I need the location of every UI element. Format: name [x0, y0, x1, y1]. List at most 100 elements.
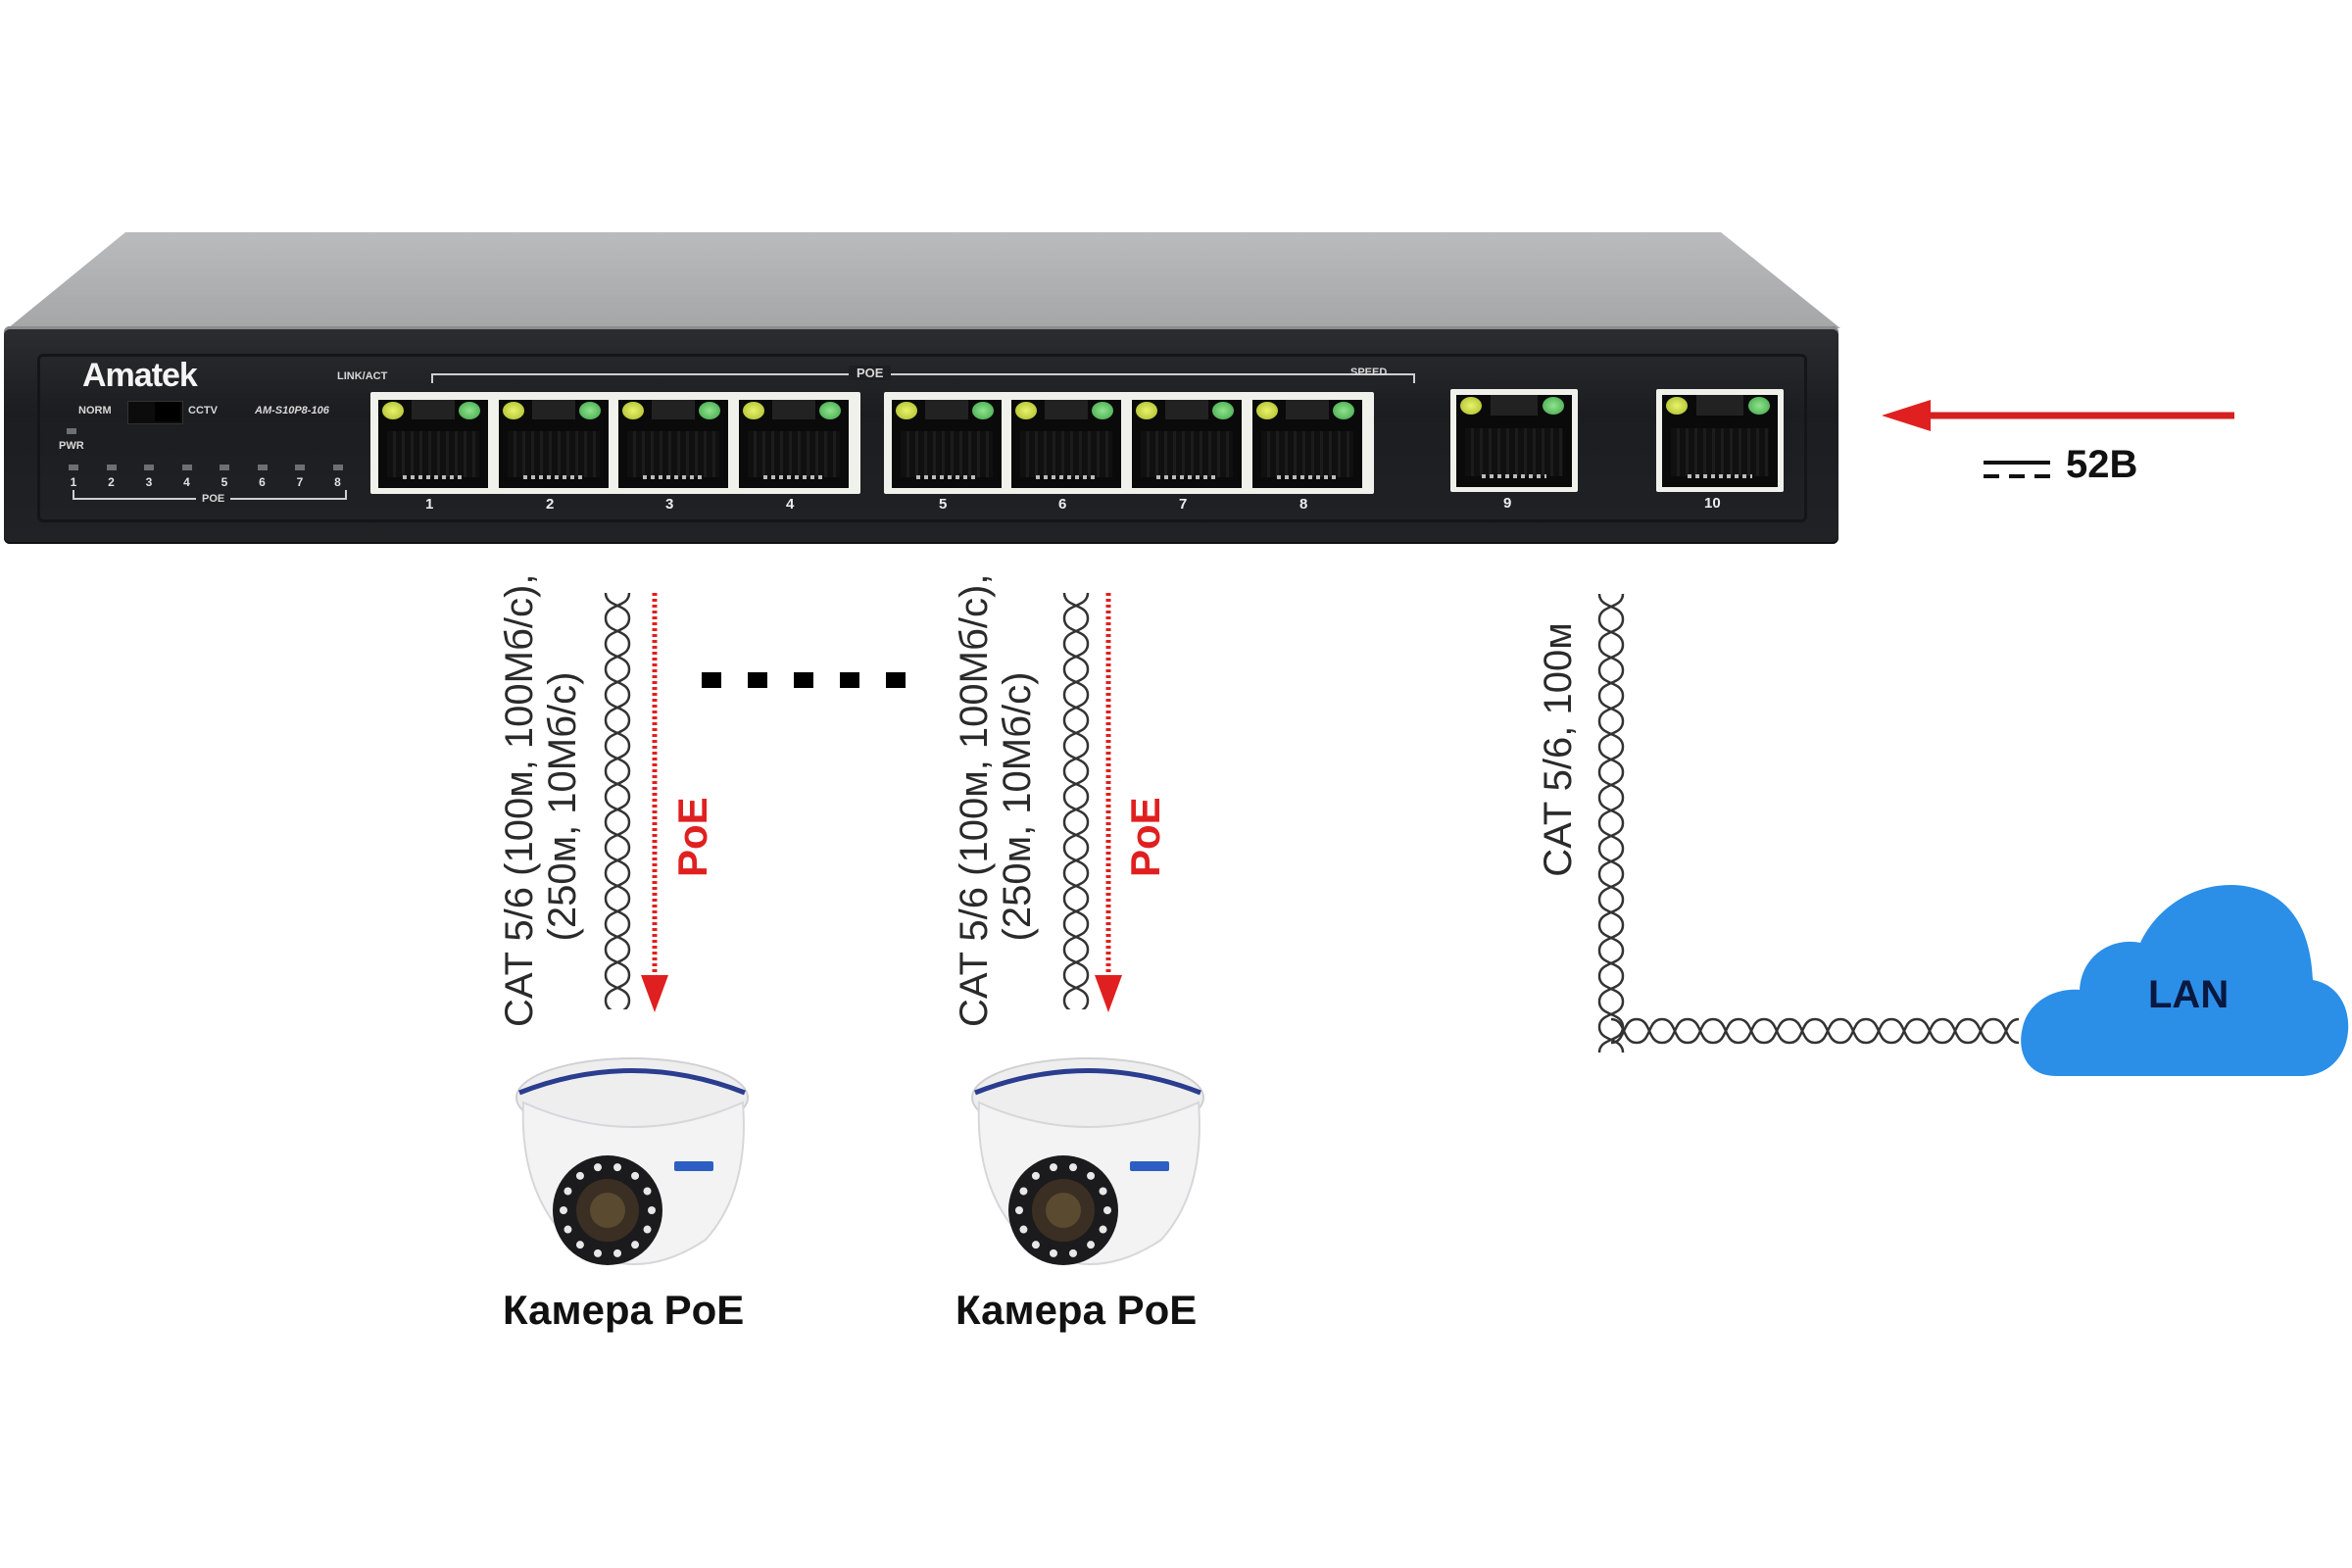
- camera-ir-led: [575, 1241, 584, 1250]
- camera-ir-led: [643, 1187, 652, 1196]
- port-notch: [924, 400, 969, 419]
- camera-ir-led: [643, 1225, 652, 1234]
- ellipsis-dot: [794, 672, 813, 688]
- poe-status-led: [295, 465, 305, 470]
- port-jack: [1140, 431, 1234, 478]
- link-led: [382, 402, 404, 419]
- link-led: [1136, 402, 1157, 419]
- switch-top-panel: [8, 232, 1840, 328]
- link-led: [1015, 402, 1037, 419]
- power-led: [67, 428, 76, 434]
- uplink-cable-label: CAT 5/6, 100м: [1537, 588, 1580, 911]
- camera-ir-led: [1099, 1187, 1107, 1196]
- camera-ir-led: [613, 1249, 622, 1257]
- camera-ir-led: [648, 1206, 656, 1214]
- power-arrow: [1882, 400, 2234, 431]
- camera-ir-led: [575, 1171, 584, 1180]
- port-pins: [1155, 475, 1218, 479]
- cable-wire: [1597, 593, 1625, 1054]
- port-notch: [1164, 400, 1209, 419]
- camera-ir-led: [631, 1171, 640, 1180]
- port-number: 7: [1179, 496, 1188, 513]
- port-pins: [762, 475, 825, 479]
- port-number: 10: [1704, 495, 1721, 512]
- link-led: [1666, 397, 1688, 415]
- poe-ports-bracket: [431, 373, 1415, 383]
- port-pins: [522, 475, 585, 479]
- port-jack: [747, 431, 841, 478]
- link-led: [743, 402, 764, 419]
- camera-ir-led: [564, 1187, 572, 1196]
- camera-ir-led: [613, 1163, 622, 1172]
- link-led: [622, 402, 644, 419]
- poe-label-1: PoE: [669, 797, 715, 877]
- camera-ir-led: [564, 1225, 572, 1234]
- dome-camera-2: [971, 1057, 1204, 1265]
- cable-wire: [604, 593, 631, 1009]
- link-led: [896, 402, 917, 419]
- ethernet-port[interactable]: [1130, 398, 1244, 490]
- poe-led-number: 1: [70, 475, 77, 489]
- camera-ir-led: [1049, 1163, 1057, 1172]
- camera-ir-led: [1019, 1187, 1028, 1196]
- ellipsis-dot: [748, 672, 767, 688]
- poe-status-led: [332, 465, 343, 470]
- port-notch: [1696, 395, 1743, 416]
- camera-label-2: Камера PoE: [956, 1287, 1198, 1333]
- poe-status-led: [106, 465, 117, 470]
- poe-arrow-1: [641, 593, 668, 1012]
- poe-status-led: [181, 465, 192, 470]
- ethernet-port[interactable]: [616, 398, 730, 490]
- cable-wire: [604, 593, 631, 1009]
- cable-spec-line1: CAT 5/6 (100м, 100Мб/с),: [498, 573, 541, 1027]
- port-jack: [626, 431, 720, 478]
- camera-ir-led: [1049, 1249, 1057, 1257]
- poe-label-2: PoE: [1122, 797, 1168, 877]
- port-number: 4: [786, 496, 795, 513]
- port-notch: [411, 400, 456, 419]
- link-act-label: LINK/ACT: [337, 370, 388, 382]
- poe-led-number: 2: [108, 475, 115, 489]
- ellipsis-dot: [840, 672, 859, 688]
- camera-blue-stripe: [974, 1068, 1201, 1096]
- poe-arrow-2: [1095, 593, 1122, 1012]
- switch-front-bezel: [37, 354, 1807, 522]
- camera-ir-led: [1069, 1163, 1078, 1172]
- poe-led-number: 7: [296, 475, 304, 489]
- port-pins: [1687, 473, 1753, 478]
- switch-brand-logo: Amatek: [82, 357, 198, 394]
- link-led: [503, 402, 524, 419]
- camera-label-1: Камера PoE: [503, 1287, 745, 1333]
- speed-led: [699, 402, 720, 419]
- speed-led: [1543, 397, 1564, 415]
- port-pins: [1481, 473, 1547, 478]
- camera-ir-led: [1087, 1171, 1096, 1180]
- switch-model-label: AM-S10P8-106: [255, 405, 329, 416]
- power-arrow-head: [1882, 400, 1931, 431]
- port-jack: [1019, 431, 1113, 478]
- port-pins: [1035, 475, 1098, 479]
- speed-led: [819, 402, 841, 419]
- poe-status-led: [144, 465, 154, 470]
- lan-label: LAN: [2148, 973, 2230, 1016]
- camera-ir-led: [1087, 1241, 1096, 1250]
- port-pins: [1276, 475, 1339, 479]
- camera-ir-led: [1103, 1206, 1111, 1214]
- port-notch: [531, 400, 576, 419]
- camera-ir-led: [593, 1249, 602, 1257]
- mode-switch-knob[interactable]: [155, 402, 180, 421]
- poe-arrow-head-1: [641, 975, 668, 1012]
- twisted-pair-cable-1: [604, 593, 631, 1009]
- camera-ir-led: [1031, 1241, 1040, 1250]
- port-notch: [771, 400, 816, 419]
- mode-norm-label: NORM: [78, 405, 112, 416]
- speed-led: [1092, 402, 1113, 419]
- speed-led: [1748, 397, 1770, 415]
- port-number: 2: [546, 496, 555, 513]
- camera-ir-led: [1015, 1206, 1023, 1214]
- cable-spec-line2: (250м, 10Мб/с): [996, 671, 1039, 942]
- port-number: 9: [1503, 495, 1512, 512]
- camera-ir-led: [593, 1163, 602, 1172]
- link-led: [1256, 402, 1278, 419]
- cable-wire: [1597, 593, 1625, 1054]
